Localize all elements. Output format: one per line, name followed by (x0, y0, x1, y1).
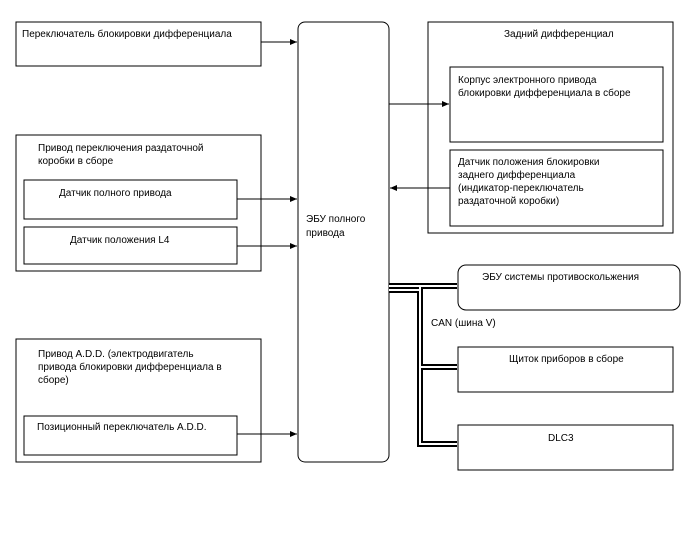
transfer-actuator-label-line-1: Привод переключения раздаточной (38, 143, 204, 154)
rear-lock-sensor-label-line-2: заднего дифференциала (458, 169, 576, 181)
ecu-4wd-label-line-2: привода (306, 228, 345, 239)
skid-control-ecu-block: ЭБУ системы противоскольжения (457, 264, 681, 311)
diff-lock-switch-label: Переключатель блокировки дифференциала (22, 28, 232, 40)
fourwd-sensor-label: Датчик полного привода (59, 188, 172, 199)
add-position-switch-label: Позиционный переключатель A.D.D. (37, 422, 207, 433)
add-actuator-label-line-2: привода блокировки дифференциала в (38, 361, 222, 373)
ecu-4wd-label-line-1: ЭБУ полного (306, 214, 366, 225)
rear-diff-label: Задний дифференциал (504, 28, 614, 40)
dlc3-label: DLC3 (548, 433, 574, 444)
add-actuator-label-line-3: сборе) (38, 374, 69, 386)
ecu-4wd-block: ЭБУ полного привода (297, 21, 390, 463)
combination-meter-label: Щиток приборов в сборе (509, 353, 624, 365)
rear-lock-sensor-label-line-1: Датчик положения блокировки (458, 156, 600, 168)
combination-meter-block: Щиток приборов в сборе (457, 346, 674, 393)
skid-control-ecu-label: ЭБУ системы противоскольжения (482, 272, 639, 283)
rear-diff-block: Задний дифференциал (427, 21, 674, 234)
electronic-lock-housing-label-line-1: Корпус электронного привода (458, 75, 597, 86)
add-actuator-label-line-1: Привод A.D.D. (электродвигатель (38, 349, 194, 360)
can-bus-label: CAN (шина V) (431, 318, 496, 329)
fourwd-sensor-block: Датчик полного привода (23, 179, 238, 220)
l4-sensor-block: Датчик положения L4 (23, 226, 238, 265)
electronic-lock-housing-block: Корпус электронного привода блокировки д… (449, 66, 664, 143)
dlc3-block: DLC3 (457, 424, 674, 471)
rear-lock-position-sensor-block: Датчик положения блокировки заднего дифф… (449, 149, 664, 227)
add-actuator-block: Привод A.D.D. (электродвигатель привода … (15, 338, 262, 463)
l4-sensor-label: Датчик положения L4 (70, 235, 170, 246)
can-bus (389, 283, 457, 447)
transfer-actuator-label-line-2: коробки в сборе (38, 155, 114, 167)
add-position-switch-block: Позиционный переключатель A.D.D. (23, 415, 238, 456)
rear-lock-sensor-label-line-3: (индикатор-переключатель (458, 183, 584, 194)
transfer-actuator-block: Привод переключения раздаточной коробки … (15, 134, 262, 272)
rear-lock-sensor-label-line-4: раздаточной коробки) (458, 195, 559, 207)
diff-lock-switch-block: Переключатель блокировки дифференциала (15, 21, 262, 67)
electronic-lock-housing-label-line-2: блокировки дифференциала в сборе (458, 87, 631, 99)
